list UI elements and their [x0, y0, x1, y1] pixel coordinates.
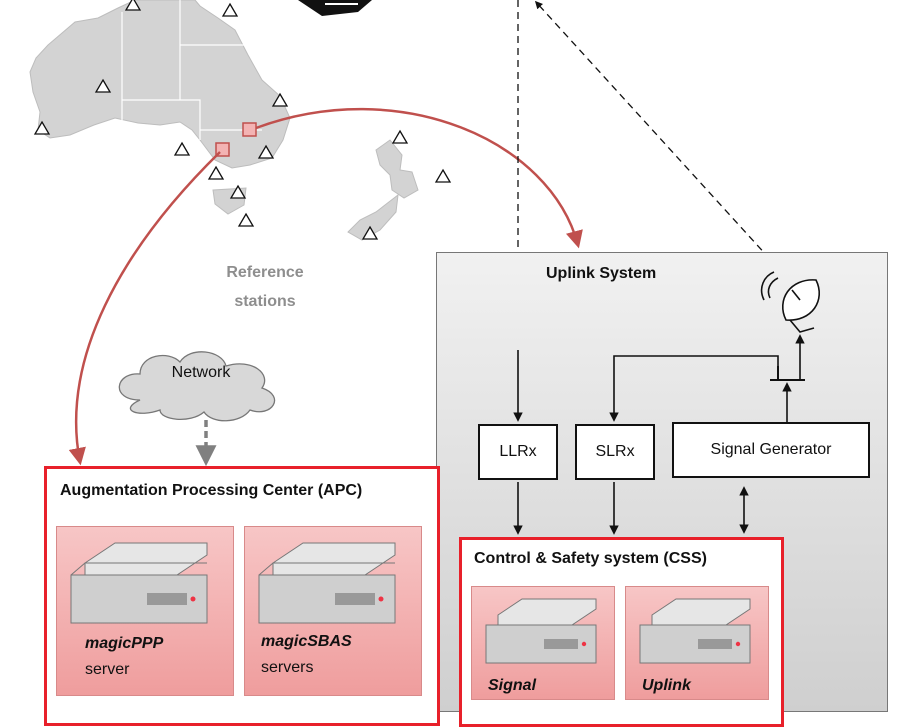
reference-stations-label: Reference stations — [210, 258, 320, 316]
slrx-label: SLRx — [595, 443, 635, 460]
station-triangle-icon — [391, 129, 409, 144]
data-center-square-icon — [242, 122, 257, 137]
server-icon — [70, 542, 208, 624]
llrx-box: LLRx — [478, 424, 558, 480]
station-triangle-icon — [361, 225, 379, 240]
signal-generator-box: Signal Generator — [672, 422, 870, 478]
diagram-stage: Reference stations Network Uplink System — [29, 0, 888, 727]
link-arrow-to-apc — [68, 151, 221, 466]
station-triangle-icon — [207, 165, 225, 180]
link-arrow-to-uplink — [255, 107, 583, 249]
australia-map — [29, 0, 291, 215]
uplink-server-name: Uplink — [642, 677, 691, 694]
data-center-icons — [215, 122, 257, 157]
station-triangle-icon — [229, 184, 247, 199]
station-triangle-icon — [124, 0, 142, 11]
server-icon — [639, 598, 751, 664]
network-label: Network — [171, 364, 231, 381]
reference-station-icons — [33, 0, 452, 240]
signal-server-name: Signal — [488, 677, 537, 694]
station-triangle-icon — [221, 2, 239, 17]
css-title: Control & Safety system (CSS) — [474, 550, 707, 567]
station-triangle-icon — [173, 141, 191, 156]
diagram-graphics — [29, 0, 779, 700]
server-icon — [258, 542, 396, 624]
station-triangle-icon — [237, 212, 255, 227]
apc-title: Augmentation Processing Center (APC) — [60, 482, 363, 499]
magicsbas-role: servers — [261, 659, 314, 676]
station-triangle-icon — [434, 168, 452, 183]
magicppp-name: magicPPP — [85, 635, 164, 652]
llrx-label: LLRx — [499, 443, 537, 460]
magicsbas-label: magicSBAS servers — [261, 629, 352, 681]
uplink-server-label: Uplink — [642, 673, 691, 699]
slrx-box: SLRx — [575, 424, 655, 480]
reference-stations-line-2: stations — [234, 293, 296, 310]
reference-stations-line-1: Reference — [226, 264, 304, 281]
magicppp-server-card: magicPPP server — [56, 526, 234, 696]
magicsbas-server-card: magicSBAS servers — [244, 526, 422, 696]
station-triangle-icon — [33, 120, 51, 135]
station-triangle-icon — [94, 78, 112, 93]
satellite-icon — [298, 0, 372, 16]
uplink-system-title: Uplink System — [546, 265, 657, 282]
magicsbas-name: magicSBAS — [261, 633, 352, 650]
magicppp-label: magicPPP server — [85, 631, 163, 683]
station-triangle-icon — [257, 144, 275, 159]
network-cloud-icon — [118, 351, 276, 422]
signal-server-card: Signal — [471, 586, 615, 700]
magicppp-role: server — [85, 661, 130, 678]
server-icon — [485, 598, 597, 664]
new-zealand-map — [347, 139, 419, 241]
station-triangle-icon — [271, 92, 289, 107]
uplink-server-card: Uplink — [625, 586, 769, 700]
signal-generator-label: Signal Generator — [710, 441, 832, 458]
signal-server-label: Signal — [488, 673, 536, 699]
